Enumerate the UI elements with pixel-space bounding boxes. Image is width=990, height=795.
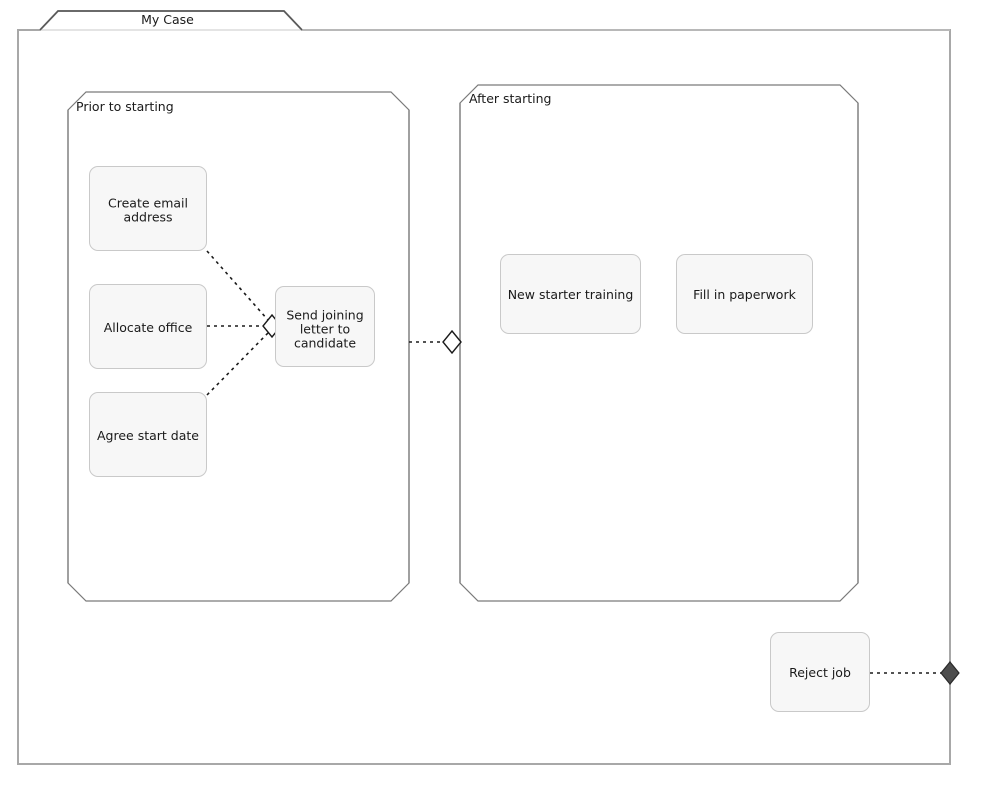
task-create-email-address[interactable]: Create email address xyxy=(89,166,207,251)
stage-label-after-starting: After starting xyxy=(469,91,552,106)
task-label: Agree start date xyxy=(97,427,199,443)
case-tab-outline xyxy=(39,10,303,31)
sentry-after-starting-icon[interactable] xyxy=(442,329,462,355)
sentry-layer xyxy=(262,313,960,685)
task-label: Reject job xyxy=(789,665,851,681)
task-allocate-office[interactable]: Allocate office xyxy=(89,284,207,369)
task-label: New starter training xyxy=(507,287,634,303)
task-label: Allocate office xyxy=(103,319,193,335)
stage-label-prior-to-starting: Prior to starting xyxy=(76,99,174,114)
task-agree-start-date[interactable]: Agree start date xyxy=(89,392,207,477)
sentry-case-exit-icon[interactable] xyxy=(940,661,960,685)
stage-after-starting-outline xyxy=(459,84,859,602)
connector-layer xyxy=(206,250,944,674)
case-title: My Case xyxy=(141,12,194,27)
task-reject-job[interactable]: Reject job xyxy=(770,632,870,712)
task-label: Fill in paperwork xyxy=(693,287,796,303)
task-label: Create email address xyxy=(108,195,188,225)
task-label: Send joining letter to candidate xyxy=(286,307,364,351)
connector-create-email-to-sentry xyxy=(206,250,269,321)
connector-agree-start-date-to-sentry xyxy=(206,332,269,396)
task-new-starter-training[interactable]: New starter training xyxy=(500,254,641,334)
task-fill-in-paperwork[interactable]: Fill in paperwork xyxy=(676,254,813,334)
stage-after-starting[interactable] xyxy=(459,84,859,602)
task-send-joining-letter-to-candidate[interactable]: Send joining letter to candidate xyxy=(275,286,375,367)
